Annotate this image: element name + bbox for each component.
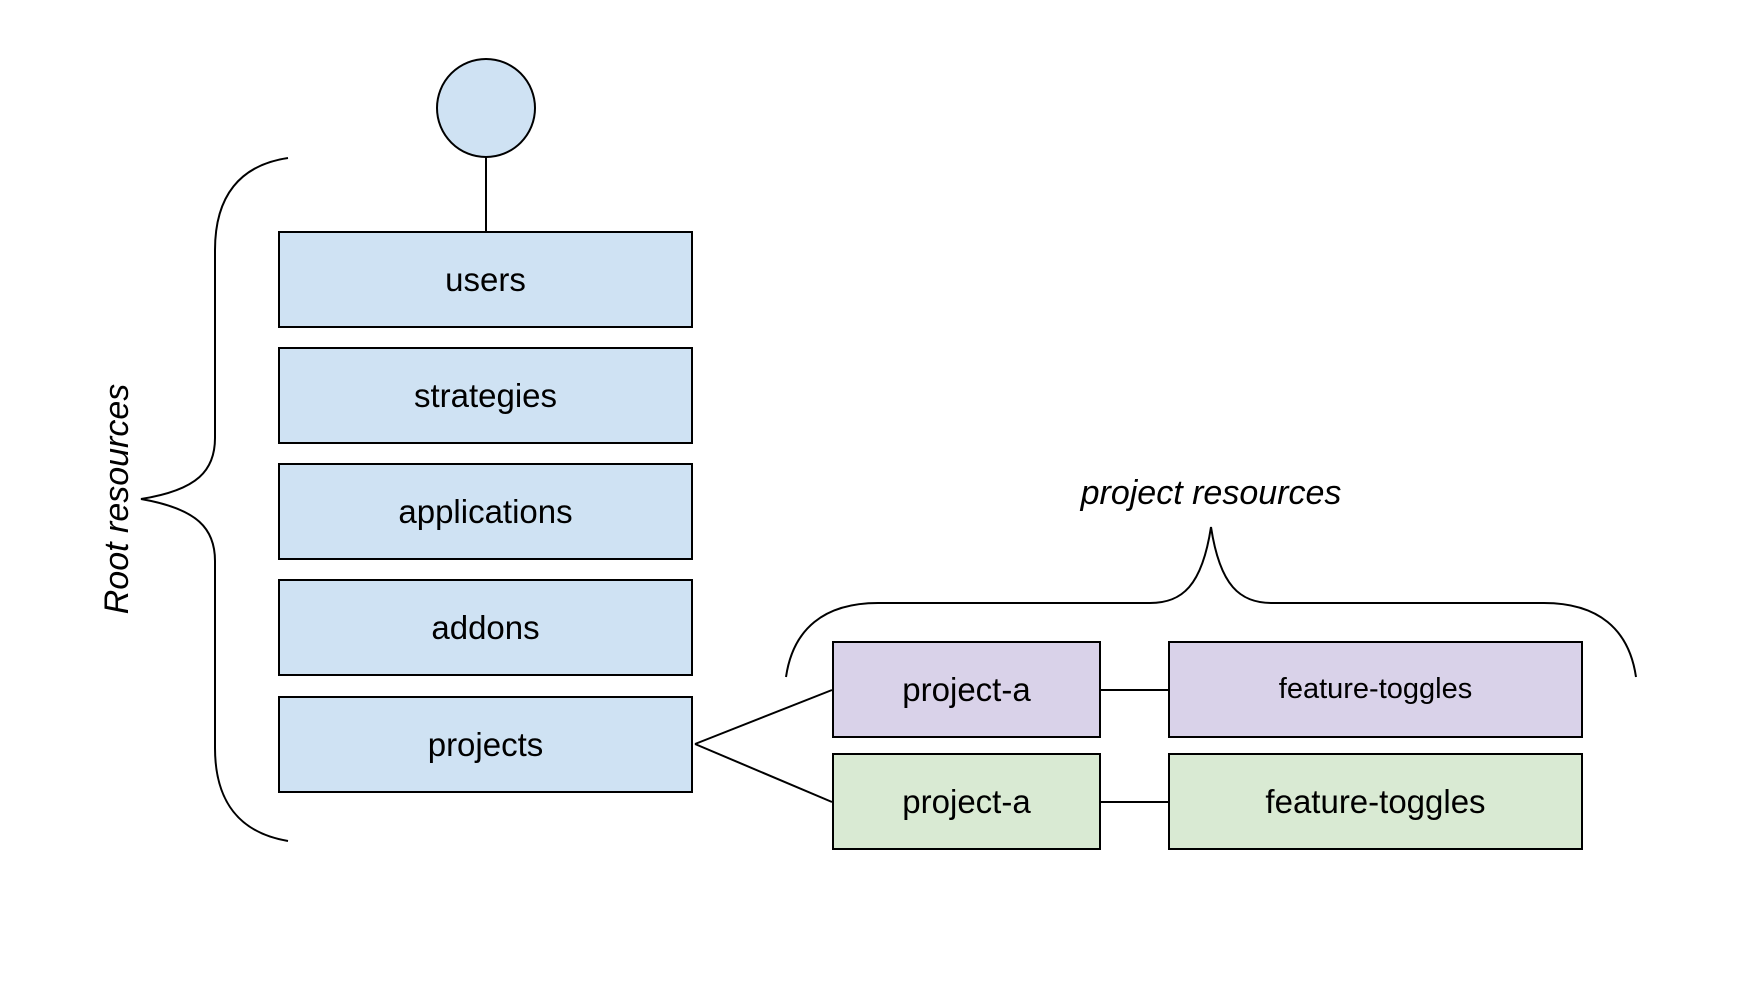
- node-strategies-label: strategies: [413, 377, 558, 414]
- node-projects: projects: [278, 696, 693, 793]
- node-project-a-row1: project-a: [832, 641, 1101, 738]
- node-applications: applications: [278, 463, 693, 560]
- root-resources-brace: [140, 157, 289, 842]
- project-resources-brace: [785, 526, 1637, 678]
- node-users: users: [278, 231, 693, 328]
- node-strategies: strategies: [278, 347, 693, 444]
- node-projects-label: projects: [427, 726, 544, 763]
- node-addons: addons: [278, 579, 693, 676]
- project-resources-label: project resources: [1080, 474, 1342, 512]
- node-feature-toggles-row1-label: feature-toggles: [1278, 673, 1473, 705]
- edge-projects-to-project-a-row2: [694, 743, 833, 803]
- root-node-circle: [436, 58, 536, 158]
- node-feature-toggles-row2: feature-toggles: [1168, 753, 1583, 850]
- root-resources-label: Root resources: [98, 383, 136, 615]
- node-project-a-row2-label: project-a: [902, 783, 1031, 820]
- node-feature-toggles-row1: feature-toggles: [1168, 641, 1583, 738]
- edge-projects-to-project-a-row1: [694, 689, 833, 745]
- node-project-a-row2: project-a: [832, 753, 1101, 850]
- node-addons-label: addons: [431, 609, 540, 646]
- node-applications-label: applications: [398, 493, 573, 530]
- node-users-label: users: [445, 261, 526, 298]
- node-project-a-row1-label: project-a: [902, 671, 1031, 708]
- node-feature-toggles-row2-label: feature-toggles: [1265, 783, 1486, 820]
